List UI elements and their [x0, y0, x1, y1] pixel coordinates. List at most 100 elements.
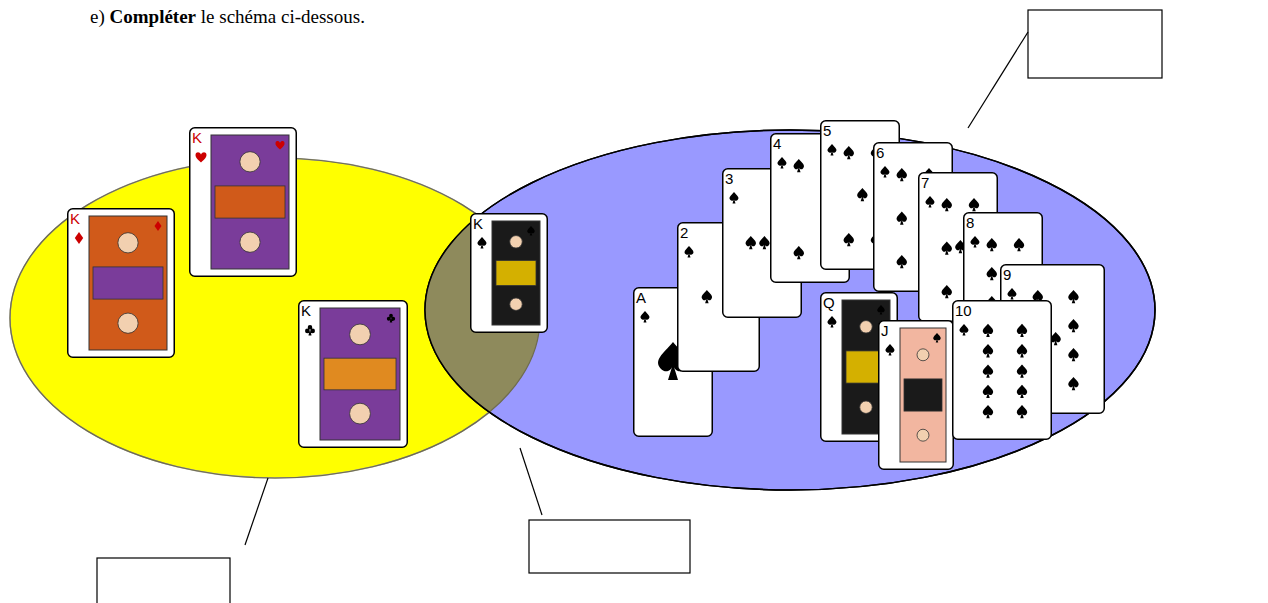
- title-word: Compléter: [110, 6, 197, 27]
- card-face: [189, 127, 297, 277]
- card-rank: K: [473, 215, 483, 232]
- suit-pip: [844, 233, 854, 246]
- suit-pip: [844, 146, 854, 159]
- blue-outline: [425, 130, 1155, 490]
- face-head: [350, 403, 371, 424]
- suit-pip: [983, 344, 993, 357]
- suit-symbol: [926, 196, 935, 207]
- suit-pip: [983, 324, 993, 337]
- playing-card: K: [189, 127, 297, 277]
- card-border: [68, 209, 175, 358]
- suit-pip: [1017, 405, 1027, 418]
- card-border: [299, 301, 408, 448]
- suit-pip: [1017, 385, 1027, 398]
- card-border: [821, 293, 898, 442]
- face-head: [860, 401, 872, 413]
- face-head: [917, 349, 929, 361]
- answer-box: [529, 520, 690, 573]
- suit-symbol: [971, 236, 980, 247]
- card-rank: 8: [966, 214, 974, 231]
- leader-line: [968, 32, 1028, 128]
- leader-line: [520, 448, 542, 515]
- suit-pip: [942, 198, 952, 211]
- card-rank: 2: [680, 224, 688, 241]
- face-picture: [89, 216, 167, 350]
- face-head: [510, 298, 522, 310]
- answer-box: [97, 558, 230, 603]
- card-face: [878, 320, 954, 470]
- suit-symbol: [877, 305, 884, 315]
- face-head: [510, 236, 522, 248]
- title-space: [105, 6, 110, 27]
- suit-pip: [897, 212, 907, 225]
- card-rank: 9: [1003, 266, 1011, 283]
- suit-pip: [983, 385, 993, 398]
- face-picture: [842, 300, 890, 434]
- face-picture: [900, 328, 946, 462]
- playing-card: K: [67, 208, 175, 358]
- leader-line: [245, 478, 268, 545]
- playing-card: K: [470, 213, 548, 333]
- suit-symbol: [196, 152, 207, 162]
- answer-box: [1028, 10, 1162, 78]
- suit-pip: [1014, 238, 1024, 251]
- card-rank: K: [192, 129, 202, 146]
- suit-symbol: [933, 333, 940, 343]
- card-rank: A: [636, 289, 646, 306]
- card-rank: 7: [921, 174, 929, 191]
- suit-pip: [759, 236, 769, 249]
- card-rank: 3: [725, 170, 733, 187]
- face-head: [860, 321, 872, 333]
- suit-symbol: [387, 314, 395, 323]
- suit-pip: [1017, 364, 1027, 377]
- title-word: le: [201, 6, 215, 27]
- face-head: [917, 429, 929, 441]
- card-face: [952, 300, 1052, 440]
- face-head: [350, 324, 371, 345]
- face-picture: [492, 221, 540, 325]
- suit-symbol: [527, 226, 534, 236]
- blue-set: [425, 130, 1155, 490]
- suit-symbol: [881, 166, 890, 177]
- exercise-title: e) Compléter le schéma ci-dessous.: [90, 6, 365, 28]
- face-band: [93, 267, 163, 299]
- face-head: [240, 152, 260, 172]
- playing-card: 10: [952, 300, 1052, 440]
- suit-symbol: [828, 316, 837, 327]
- face-picture: [211, 135, 289, 269]
- suit-pip: [969, 198, 979, 211]
- card-rank: 10: [955, 302, 972, 319]
- face-head: [118, 313, 138, 333]
- suit-symbol: [1008, 288, 1017, 299]
- card-border: [471, 214, 548, 333]
- suit-pip: [1068, 319, 1078, 332]
- suit-symbol: [886, 344, 895, 355]
- suit-pip: [857, 188, 867, 201]
- suit-pip: [1068, 377, 1078, 390]
- suit-symbol: [778, 157, 787, 168]
- face-head: [240, 232, 260, 252]
- suit-pip: [1017, 324, 1027, 337]
- suit-symbol: [155, 221, 162, 231]
- card-border: [190, 128, 297, 277]
- suit-symbol: [75, 232, 83, 244]
- suit-pip: [983, 364, 993, 377]
- suit-symbol: [275, 141, 284, 149]
- title-word: e): [90, 6, 105, 27]
- face-band: [846, 351, 886, 383]
- suit-pip: [1017, 344, 1027, 357]
- suit-pip: [746, 236, 756, 249]
- suit-pip: [794, 246, 804, 259]
- suit-pip: [987, 238, 997, 251]
- card-rank: K: [301, 302, 311, 319]
- card-rank: 6: [876, 144, 884, 161]
- face-band: [215, 186, 285, 218]
- intersection: [425, 130, 1155, 490]
- suit-symbol: [305, 325, 315, 335]
- title-space: [215, 6, 220, 27]
- suit-pip: [942, 285, 952, 298]
- card-rank: 5: [823, 122, 831, 139]
- card-face: [67, 208, 175, 358]
- suit-pip: [702, 290, 712, 303]
